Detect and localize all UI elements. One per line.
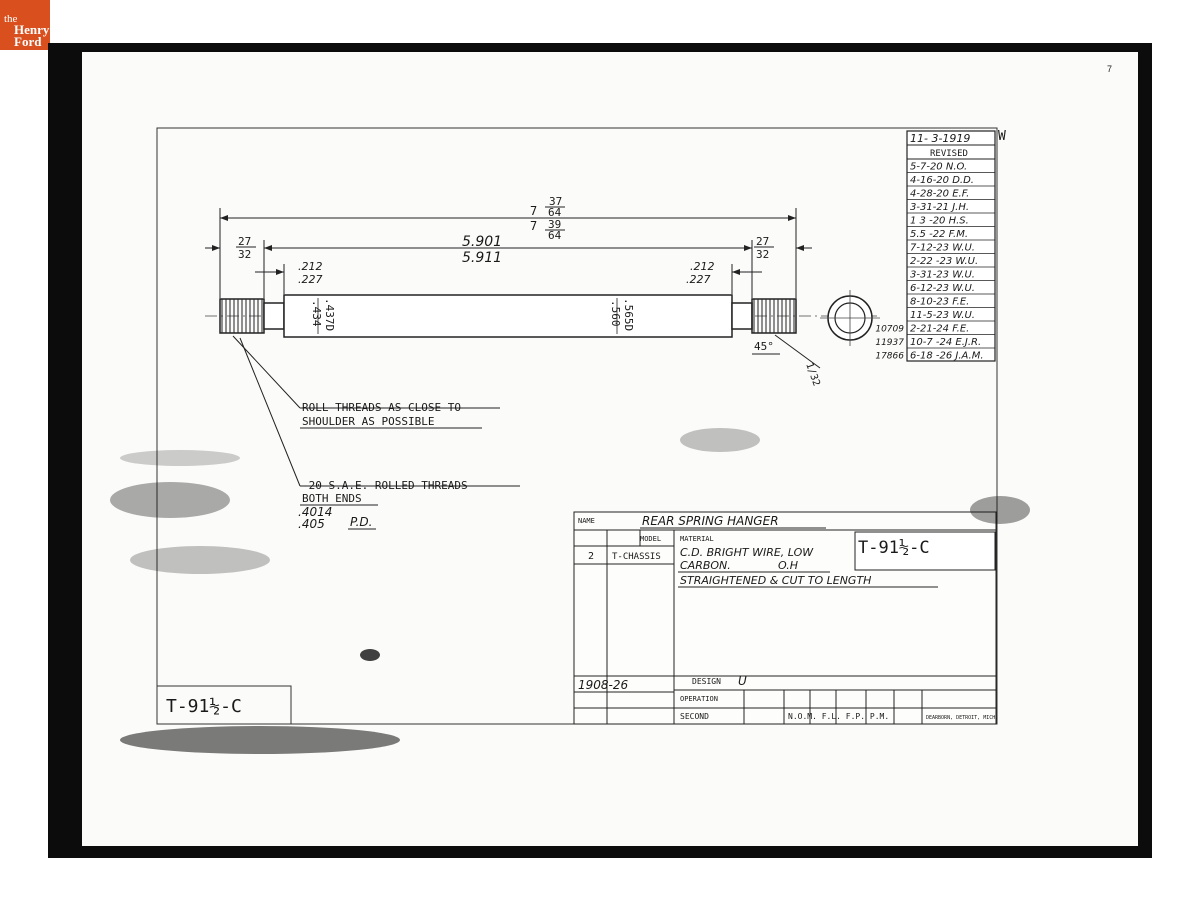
part-view xyxy=(205,290,880,346)
revision-entry: 10-7 -24 E.J.R. xyxy=(910,337,981,348)
overall-whole: 7 xyxy=(530,204,537,218)
revision-entry: 6-12-23 W.U. xyxy=(910,283,975,294)
part-number: T-91½-C xyxy=(858,538,930,558)
note-thread-line1: -20 S.A.E. ROLLED THREADS xyxy=(302,479,468,492)
right-thread xyxy=(751,298,797,334)
right-shoulder-max: .212 xyxy=(690,260,715,273)
left-shoulder-max: .212 xyxy=(298,260,323,273)
revision-entry: 3-31-21 J.H. xyxy=(910,202,969,213)
part-name: REAR SPRING HANGER xyxy=(642,514,779,528)
revision-entry: 6-18 -26 J.A.M. xyxy=(910,351,984,362)
henry-ford-logo: the Henry Ford xyxy=(0,0,50,50)
design-value: U xyxy=(738,674,747,688)
note-pd-1: .4014 xyxy=(298,505,332,519)
revision-header: REVISED xyxy=(930,149,968,159)
left-shoulder-min: .227 xyxy=(298,273,323,286)
revision-entry: 2-21-24 F.E. xyxy=(910,324,969,335)
second-label: SECOND xyxy=(680,712,709,721)
material-line2: CARBON. xyxy=(680,559,731,572)
revision-entry: 1 3 -20 H.S. xyxy=(910,216,969,227)
model-label: MODEL xyxy=(640,535,661,543)
revision-change-number: 11937 xyxy=(875,338,904,348)
left-thread-frac-top: 27 xyxy=(238,235,251,248)
right-neck xyxy=(731,302,753,330)
revision-entry: 8-10-23 F.E. xyxy=(910,297,969,308)
right-shoulder-min: .227 xyxy=(686,273,711,286)
neck-diameter-a: .434 xyxy=(310,300,323,327)
footer-codes: N.O.M. F.L. F.P. P.M. xyxy=(788,712,889,721)
logo-ford: Ford xyxy=(14,34,42,49)
note-thread-line2: BOTH ENDS xyxy=(302,492,362,505)
center-length-max: 5.901 xyxy=(462,234,502,250)
material-line3: STRAIGHTENED & CUT TO LENGTH xyxy=(680,574,871,587)
revision-entry: 7-12-23 W.U. xyxy=(910,243,975,254)
stains xyxy=(110,428,1030,754)
revision-change-number: 10709 xyxy=(875,325,904,335)
note-pd-label: P.D. xyxy=(350,515,372,529)
revision-change-number: 17866 xyxy=(875,352,904,362)
body-diameter-a: .560 xyxy=(609,300,622,327)
revision-entry: 5.5 -22 F.M. xyxy=(910,229,968,240)
overall2-whole: 7 xyxy=(530,219,537,233)
revision-rows: 5-7-20 N.O. 4-16-20 D.D. 4-28-20 E.F. 3-31-… xyxy=(875,162,983,362)
note-pd-2: .405 xyxy=(298,517,325,531)
total-value: 2 xyxy=(588,551,594,562)
revision-entry: 4-16-20 D.D. xyxy=(910,175,974,186)
center-length-min: 5.911 xyxy=(462,250,502,266)
revision-entry: 2-22 -23 W.U. xyxy=(910,256,978,267)
overall2-frac-bottom: 64 xyxy=(548,229,562,242)
note-roll-line2: SHOULDER AS POSSIBLE xyxy=(302,415,434,428)
revision-date: 11- 3-1919 xyxy=(910,132,970,145)
right-thread-frac-top: 27 xyxy=(756,235,769,248)
sheet-mark: 7 xyxy=(1107,64,1113,74)
design-label: DESIGN xyxy=(692,677,721,686)
material-label: MATERIAL xyxy=(680,535,714,543)
revision-entry: 11-5-23 W.U. xyxy=(910,310,975,321)
revision-entry: 3-31-23 W.U. xyxy=(910,270,975,281)
material-line2b: O.H xyxy=(778,559,798,572)
note-roll-line1: ROLL THREADS AS CLOSE TO xyxy=(302,401,461,414)
logo-the: the xyxy=(4,13,18,25)
chamfer-fraction: 1/32 xyxy=(803,361,822,387)
revision-entry: 4-28-20 E.F. xyxy=(910,189,969,200)
logo-henry: Henry xyxy=(14,22,50,37)
body-diameter-b: .565D xyxy=(622,298,635,331)
corner-stamp: T-91½-C xyxy=(166,696,242,717)
revision-table xyxy=(906,130,996,362)
dimension-arrows xyxy=(212,215,804,275)
name-label: NAME xyxy=(578,517,595,525)
material-line1: C.D. BRIGHT WIRE, LOW xyxy=(680,546,814,559)
revision-w: W xyxy=(998,129,1006,144)
left-neck xyxy=(263,302,285,330)
title-block xyxy=(573,511,997,725)
company: DEARBORN, DETROIT, MICH. xyxy=(926,715,998,721)
operation-label: OPERATION xyxy=(680,695,718,703)
overall-frac-top: 37 xyxy=(549,195,562,208)
overall2-frac-top: 39 xyxy=(548,218,561,231)
right-thread-frac-bottom: 32 xyxy=(756,248,769,261)
left-thread xyxy=(219,298,265,334)
chamfer-angle: 45° xyxy=(754,340,774,353)
revision-entry: 5-7-20 N.O. xyxy=(910,162,967,173)
model-value: T-CHASSIS xyxy=(612,552,661,562)
part-body xyxy=(283,294,733,338)
overall-frac-bottom: 64 xyxy=(548,206,562,219)
neck-diameter-b: .437D xyxy=(323,298,336,331)
drawing-ref: 1908-26 xyxy=(578,678,629,692)
corner-stamp-box xyxy=(156,685,292,725)
left-thread-frac-bottom: 32 xyxy=(238,248,251,261)
